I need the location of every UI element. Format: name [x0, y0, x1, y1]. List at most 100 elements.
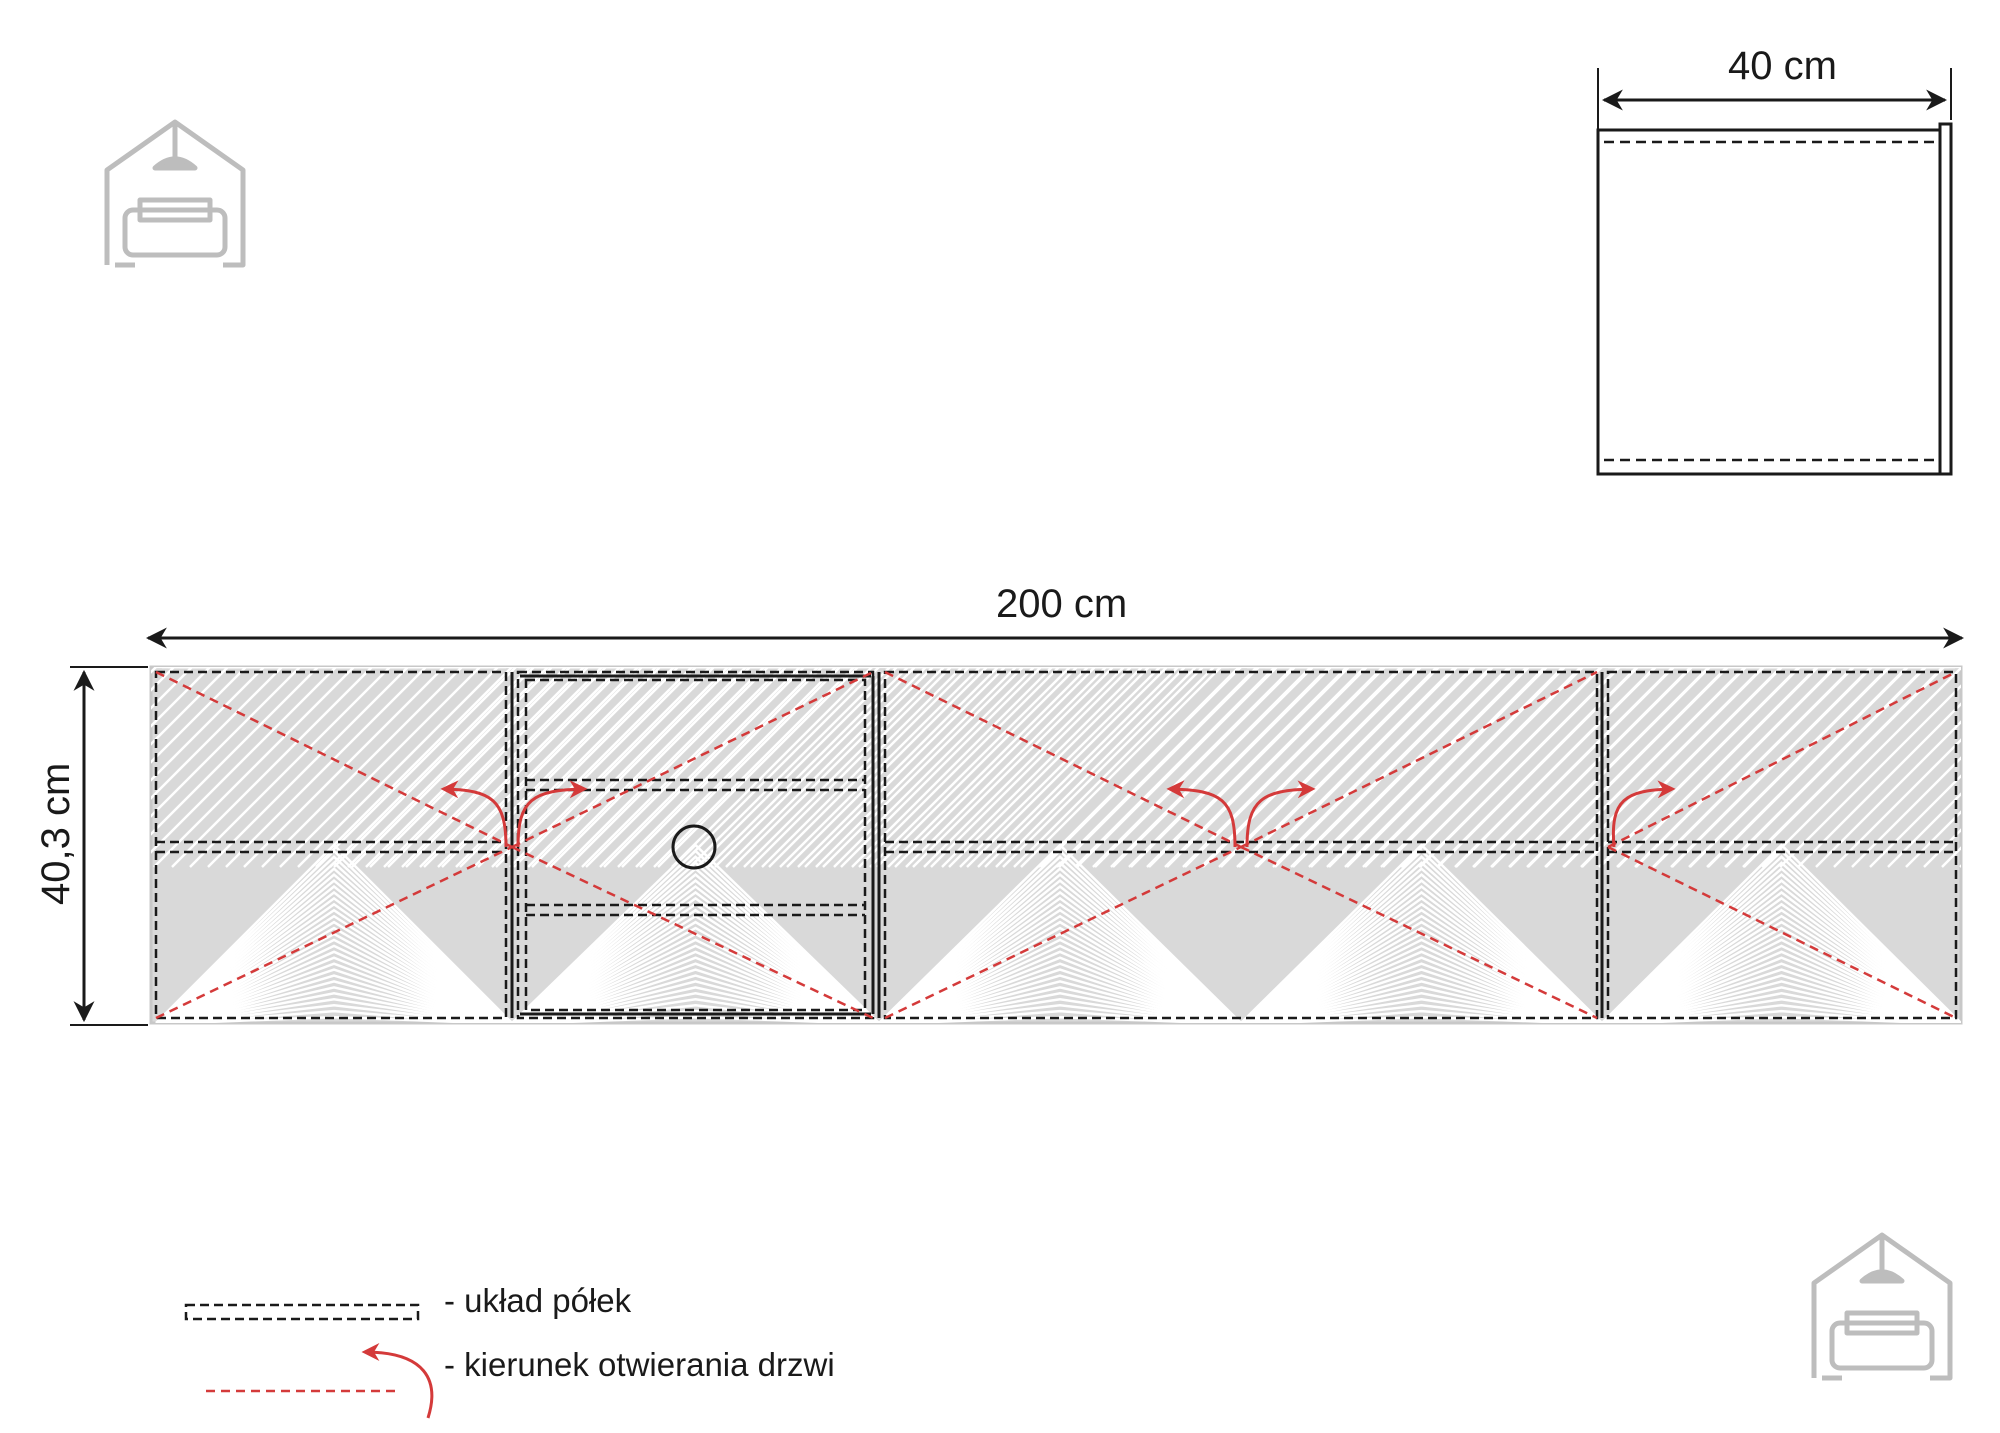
- hatch-line: [1605, 667, 1958, 1023]
- hatch-line: [167, 667, 501, 1023]
- hatch-line: [1056, 667, 1258, 868]
- hatch-line: [171, 667, 373, 868]
- hatch-line: [1261, 667, 1582, 1023]
- hatch-line: [581, 667, 783, 868]
- hatch-line: [995, 667, 1197, 868]
- hatch-line: [899, 667, 1221, 1023]
- hatch-line: [1344, 667, 1546, 868]
- hatch-line: [1608, 667, 1955, 1023]
- hatch-line: [151, 667, 283, 800]
- hatch-line: [387, 667, 589, 868]
- hatch-line: [689, 667, 891, 868]
- hatch-line: [1623, 667, 1940, 1023]
- hatch-line: [1419, 667, 1621, 868]
- hatch-line: [1869, 774, 1961, 868]
- hatch-line: [1272, 667, 1474, 868]
- hatch-line: [869, 667, 1071, 868]
- hatch-line: [1326, 667, 1528, 868]
- hatch-line: [1621, 667, 1942, 1023]
- hatch-line: [725, 667, 927, 868]
- hatch-line: [540, 667, 851, 1023]
- hatch-line: [1247, 667, 1596, 1023]
- hatch-line: [1617, 667, 1819, 868]
- hatch-line: [1959, 864, 1961, 868]
- hatch-line: [1265, 667, 1578, 1023]
- hatch-line: [168, 667, 500, 1023]
- hatch-line: [1220, 667, 1422, 868]
- hatch-line: [1013, 667, 1215, 868]
- front-height-label: 40,3 cm: [34, 762, 78, 905]
- hatch-line: [347, 667, 549, 868]
- hatch-line: [532, 667, 859, 1023]
- hatch-line: [887, 667, 1089, 868]
- drawer-handle: [671, 824, 717, 870]
- hatch-line: [530, 667, 861, 1023]
- hatch-line: [1887, 792, 1961, 868]
- hatch-line: [1626, 667, 1937, 1023]
- hatch-line: [621, 667, 823, 868]
- hatch-line: [1092, 667, 1294, 868]
- hatch-line: [161, 667, 507, 1023]
- hatch-line: [455, 667, 657, 868]
- hatch-line: [509, 667, 711, 868]
- hatch-line: [1258, 667, 1585, 1023]
- legend-door-opening-label: - kierunek otwierania drzwi: [444, 1346, 835, 1383]
- hatch-line: [1148, 667, 1350, 868]
- front-height-dimension: [70, 666, 148, 1026]
- hatch-line: [1202, 667, 1404, 868]
- hatch-line: [1245, 667, 1598, 1023]
- hatch-line: [761, 667, 963, 868]
- hatch-line: [153, 667, 355, 868]
- hatch-line: [1249, 667, 1594, 1023]
- hatch-line: [1262, 667, 1581, 1023]
- hatch-line: [797, 667, 999, 868]
- hatch-line: [635, 667, 837, 868]
- hatch-line: [1797, 702, 1961, 868]
- hatch-line: [1346, 667, 1548, 868]
- hatch-line: [1058, 667, 1260, 868]
- hatch-line: [173, 667, 495, 1023]
- hatch-line: [966, 667, 1168, 868]
- hatch-line: [1364, 667, 1566, 868]
- hatch-line: [225, 667, 427, 868]
- hatch-line: [1624, 667, 1939, 1023]
- hatch-line: [1671, 667, 1873, 868]
- legend-door-symbol: [206, 1343, 434, 1419]
- hatch-line: [678, 667, 880, 868]
- hatch-line: [365, 667, 567, 868]
- hatch-line: [1074, 667, 1276, 868]
- hatch-line: [1238, 667, 1440, 868]
- hatch-line: [162, 667, 506, 1023]
- hatch-line: [886, 667, 1234, 1023]
- hatch-line: [1491, 667, 1693, 868]
- hatch-line: [1076, 667, 1278, 868]
- hatch-line: [1599, 667, 1801, 868]
- hatch-line: [151, 667, 229, 746]
- hatch-line: [1401, 667, 1603, 868]
- hatch-line: [1653, 667, 1855, 868]
- hatch-line: [1604, 667, 1959, 1023]
- hatch-line: [1851, 756, 1961, 868]
- hatch-line: [1040, 667, 1242, 868]
- hatch-line: [732, 667, 934, 868]
- hatch-line: [1112, 667, 1314, 868]
- hatch-line: [1002, 667, 1204, 868]
- hatch-line: [517, 667, 874, 1023]
- hatch-line: [1606, 667, 1957, 1023]
- hatch-line: [159, 667, 509, 1023]
- hatch-line: [513, 667, 715, 868]
- hatch-line: [531, 667, 733, 868]
- hatch-line: [1253, 667, 1590, 1023]
- hatch-line: [531, 667, 860, 1023]
- hatch-line: [567, 667, 769, 868]
- hatch-line: [1252, 667, 1591, 1023]
- hatch-line: [156, 667, 512, 1023]
- hatch-line: [1310, 667, 1512, 868]
- hatch-line: [959, 667, 1161, 868]
- hatch-line: [261, 667, 463, 868]
- panel-hatch-pattern: [151, 667, 1961, 1023]
- hatch-line: [1620, 667, 1943, 1023]
- hatch-line: [750, 667, 952, 868]
- hatch-line: [1038, 667, 1240, 868]
